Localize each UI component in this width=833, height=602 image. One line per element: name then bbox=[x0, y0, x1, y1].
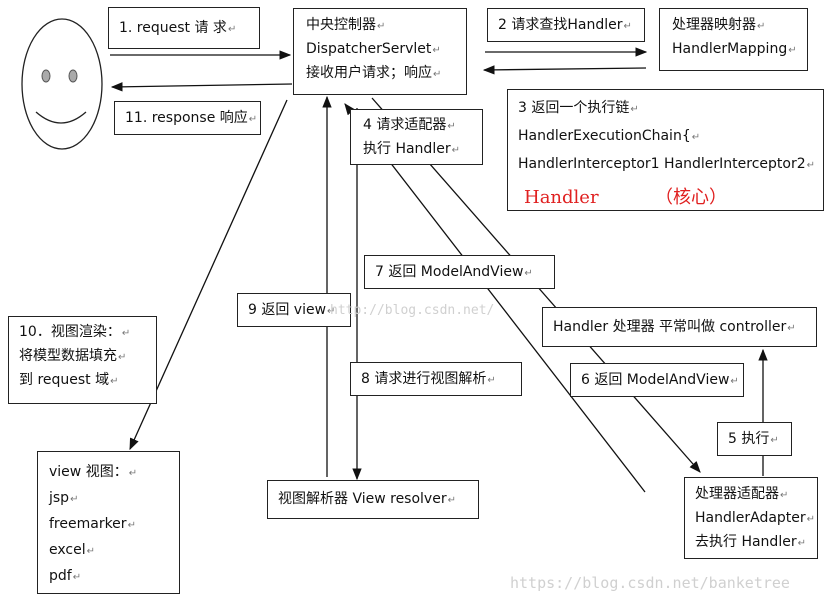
paragraph-mark: ↵ bbox=[248, 114, 258, 125]
paragraph-mark: ↵ bbox=[86, 546, 95, 557]
paragraph-mark: ↵ bbox=[770, 435, 779, 446]
view-type-pdf: pdf↵ bbox=[49, 568, 82, 584]
paragraph-mark: ↵ bbox=[447, 121, 456, 132]
view-resolver-box: 视图解析器 View resolver↵ bbox=[267, 480, 479, 519]
request-adapter-box: 4 请求适配器↵ 执行 Handler↵ bbox=[350, 109, 483, 165]
paragraph-mark: ↵ bbox=[121, 328, 131, 339]
handler-adapter-desc: 去执行 Handler↵ bbox=[695, 534, 806, 550]
dispatcher-class: DispatcherServlet↵ bbox=[306, 41, 441, 57]
exec-chain-class: HandlerExecutionChain{↵ bbox=[518, 128, 701, 144]
handler-mapping-title: 处理器映射器↵ bbox=[672, 17, 766, 33]
response-label-box: 11. response 响应↵ bbox=[114, 101, 261, 135]
execution-chain-box: 3 返回一个执行链↵ HandlerExecutionChain{↵ Handl… bbox=[507, 89, 824, 211]
view-type-jsp: jsp↵ bbox=[49, 490, 79, 506]
view-types-box: view 视图：↵ jsp↵ freemarker↵ excel↵ pdf↵ bbox=[37, 451, 180, 594]
view-type-freemarker: freemarker↵ bbox=[49, 516, 136, 532]
paragraph-mark: ↵ bbox=[327, 306, 336, 317]
request-adapter-line2: 执行 Handler↵ bbox=[363, 141, 460, 157]
paragraph-mark: ↵ bbox=[623, 21, 632, 32]
paragraph-mark: ↵ bbox=[806, 160, 816, 171]
paragraph-mark: ↵ bbox=[797, 538, 806, 549]
dispatcher-desc: 接收用户请求；响应↵ bbox=[306, 65, 442, 81]
paragraph-mark: ↵ bbox=[227, 24, 237, 35]
view-types-title: view 视图：↵ bbox=[49, 464, 138, 480]
view-render-line1: 10．视图渲染：↵ bbox=[19, 324, 131, 340]
return-mav-7-box: 7 返回 ModelAndView↵ bbox=[364, 255, 555, 289]
exec-chain-title: 3 返回一个执行链↵ bbox=[518, 100, 639, 116]
handler-controller-box: Handler 处理器 平常叫做 controller↵ bbox=[542, 307, 817, 347]
request-label-box: 1. request 请 求↵ bbox=[108, 7, 260, 49]
find-handler-box: 2 请求查找Handler↵ bbox=[487, 8, 645, 42]
watermark-center: http://blog.csdn.net/ bbox=[330, 303, 495, 318]
handler-adapter-title: 处理器适配器↵ bbox=[695, 486, 789, 502]
paragraph-mark: ↵ bbox=[788, 45, 797, 56]
arrow-return-chain bbox=[482, 65, 647, 75]
execute-5-box: 5 执行↵ bbox=[717, 422, 792, 456]
return-mav-6-label: 6 返回 ModelAndView↵ bbox=[581, 372, 739, 388]
view-render-line3: 到 request 域↵ bbox=[19, 372, 119, 388]
paragraph-mark: ↵ bbox=[524, 268, 533, 279]
view-render-box: 10．视图渲染：↵ 将模型数据填充↵ 到 request 域↵ bbox=[8, 316, 157, 404]
arrow-return-mav-7 bbox=[344, 103, 646, 493]
watermark-bottom: https://blog.csdn.net/banketree bbox=[510, 574, 790, 592]
exec-chain-handler: Handler bbox=[524, 187, 599, 208]
view-render-line2: 将模型数据填充↵ bbox=[19, 348, 127, 364]
paragraph-mark: ↵ bbox=[127, 520, 136, 531]
view-resolver-label: 视图解析器 View resolver↵ bbox=[278, 491, 456, 507]
paragraph-mark: ↵ bbox=[128, 468, 138, 479]
paragraph-mark: ↵ bbox=[691, 132, 701, 143]
handler-adapter-class: HandlerAdapter↵ bbox=[695, 510, 816, 526]
paragraph-mark: ↵ bbox=[630, 104, 639, 115]
paragraph-mark: ↵ bbox=[433, 69, 442, 80]
paragraph-mark: ↵ bbox=[451, 145, 460, 156]
handler-mapping-box: 处理器映射器↵ HandlerMapping↵ bbox=[659, 8, 808, 71]
find-handler-label: 2 请求查找Handler↵ bbox=[498, 17, 632, 33]
arrow-response bbox=[110, 82, 293, 92]
response-label: 11. response 响应↵ bbox=[125, 110, 258, 126]
handler-adapter-box: 处理器适配器↵ HandlerAdapter↵ 去执行 Handler↵ bbox=[684, 477, 818, 559]
paragraph-mark: ↵ bbox=[118, 352, 127, 363]
view-resolve-8-box: 8 请求进行视图解析↵ bbox=[350, 362, 522, 396]
dispatcher-title: 中央控制器↵ bbox=[306, 17, 386, 33]
paragraph-mark: ↵ bbox=[432, 45, 441, 56]
execute-5-label: 5 执行↵ bbox=[728, 431, 779, 447]
request-label: 1. request 请 求↵ bbox=[119, 20, 237, 36]
paragraph-mark: ↵ bbox=[787, 323, 796, 334]
view-resolve-8-label: 8 请求进行视图解析↵ bbox=[361, 371, 496, 387]
request-adapter-line1: 4 请求适配器↵ bbox=[363, 117, 456, 133]
view-type-excel: excel↵ bbox=[49, 542, 95, 558]
paragraph-mark: ↵ bbox=[487, 375, 496, 386]
paragraph-mark: ↵ bbox=[806, 514, 816, 525]
return-view-label: 9 返回 view↵ bbox=[248, 302, 336, 318]
paragraph-mark: ↵ bbox=[72, 572, 82, 583]
return-mav-6-box: 6 返回 ModelAndView↵ bbox=[570, 363, 744, 397]
paragraph-mark: ↵ bbox=[730, 376, 739, 387]
paragraph-mark: ↵ bbox=[757, 21, 766, 32]
handler-controller-label: Handler 处理器 平常叫做 controller↵ bbox=[553, 319, 796, 335]
dispatcher-servlet-box: 中央控制器↵ DispatcherServlet↵ 接收用户请求；响应↵ bbox=[293, 8, 467, 95]
paragraph-mark: ↵ bbox=[447, 495, 456, 506]
paragraph-mark: ↵ bbox=[377, 21, 386, 32]
paragraph-mark: ↵ bbox=[70, 494, 79, 505]
paragraph-mark: ↵ bbox=[110, 376, 119, 387]
return-mav-7-label: 7 返回 ModelAndView↵ bbox=[375, 264, 533, 280]
user-smiley-icon bbox=[21, 18, 103, 150]
handler-mapping-class: HandlerMapping↵ bbox=[672, 41, 797, 57]
exec-chain-core: （核心） bbox=[655, 187, 728, 208]
return-view-box: 9 返回 view↵ bbox=[237, 293, 351, 327]
exec-chain-interceptors: HandlerInterceptor1 HandlerInterceptor2↵ bbox=[518, 156, 816, 172]
paragraph-mark: ↵ bbox=[780, 490, 789, 501]
